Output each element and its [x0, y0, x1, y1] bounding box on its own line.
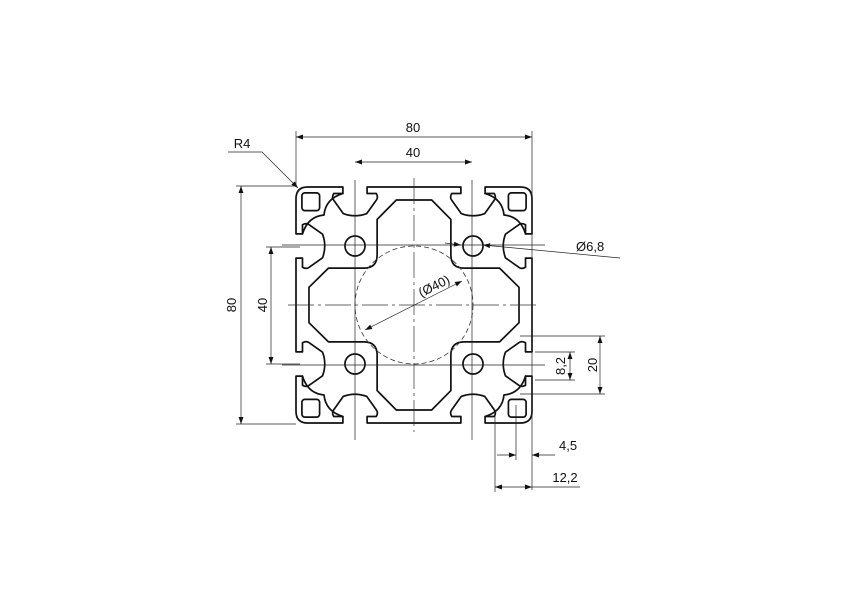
extension-lines — [236, 131, 605, 492]
dim-slot-opening: 8,2 — [553, 357, 568, 375]
dimension-lines — [228, 134, 621, 490]
dim-wall-thickness: 4,5 — [559, 438, 577, 453]
dim-slot-spacing-width: 40 — [406, 145, 420, 160]
profile-quadrant-bottom-right — [414, 305, 532, 423]
dim-slot-spacing-height: 40 — [255, 298, 270, 312]
dim-slot-pitch: 20 — [585, 358, 600, 372]
dim-overall-height: 80 — [224, 298, 239, 312]
dim-corner-radius: R4 — [234, 136, 251, 151]
dim-overall-width: 80 — [406, 120, 420, 135]
dim-core-diameter: (Ø40) — [416, 272, 452, 300]
centerlines — [282, 178, 545, 440]
dim-hole-diameter: Ø6,8 — [576, 239, 604, 254]
dim-slot-depth: 12,2 — [552, 470, 577, 485]
